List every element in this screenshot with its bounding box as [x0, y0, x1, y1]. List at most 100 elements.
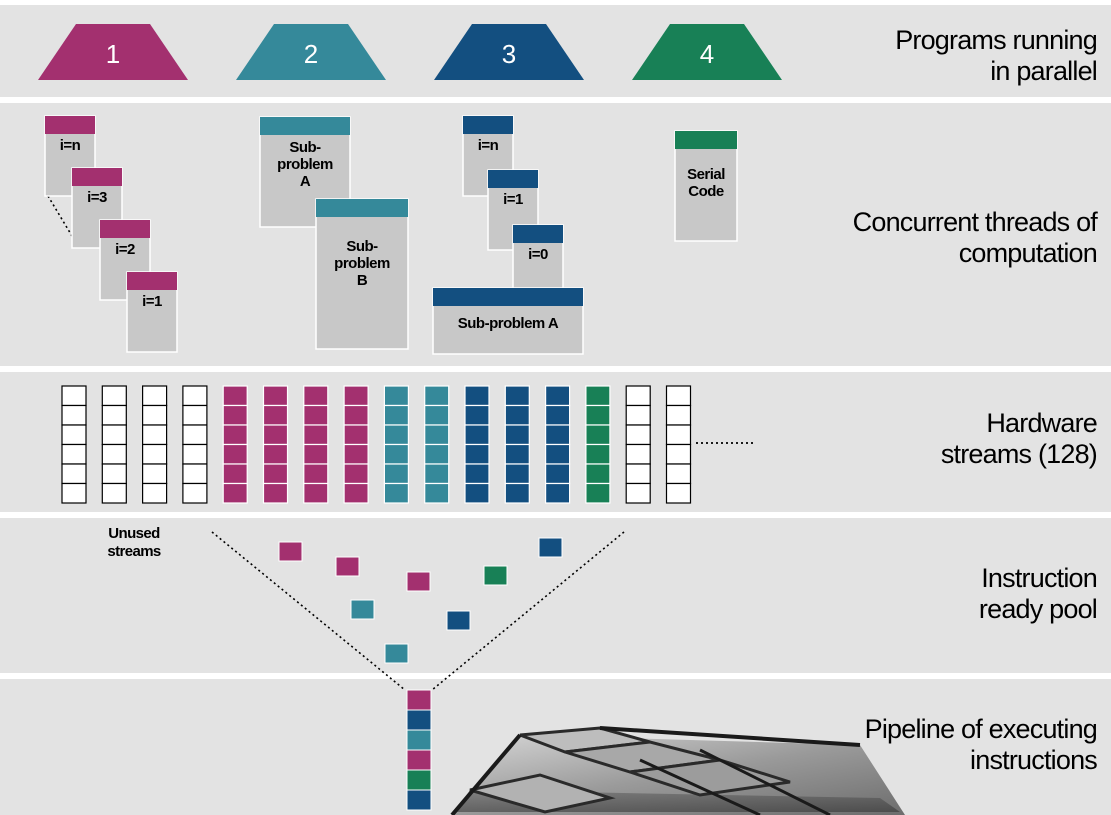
stream-cell — [303, 424, 329, 446]
stream-cell — [544, 424, 571, 446]
stream-cell — [424, 463, 450, 485]
stream-cell — [343, 424, 369, 446]
stream-column — [544, 385, 571, 504]
stream-cell — [383, 463, 409, 485]
stream-cell — [142, 463, 168, 485]
stream-cell — [343, 482, 369, 504]
stream-cell — [61, 404, 87, 426]
thread-label: Code — [688, 183, 724, 200]
stream-cell — [61, 385, 87, 407]
stream-cell — [504, 385, 530, 407]
stream-cell — [142, 424, 168, 446]
stream-column — [101, 385, 127, 504]
dotted-connector — [431, 531, 625, 691]
stream-cell — [544, 404, 571, 426]
stream-cell — [262, 482, 289, 504]
dotted-connector — [47, 195, 73, 237]
stream-cell — [343, 443, 369, 465]
stream-cell — [182, 443, 208, 465]
stream-cell — [303, 404, 329, 426]
thread-card-header — [488, 170, 538, 188]
stream-cell — [222, 404, 248, 426]
stream-cell — [303, 482, 329, 504]
stream-cell — [222, 443, 248, 465]
thread-label: problem — [277, 156, 333, 173]
ready-pool — [278, 537, 563, 664]
stream-cell — [464, 385, 490, 407]
thread-card-header — [675, 131, 737, 149]
stream-cell — [383, 404, 409, 426]
stream-cell — [142, 404, 168, 426]
program-trapezoid — [434, 24, 584, 80]
thread-card-header — [72, 168, 122, 186]
stream-cell — [303, 385, 329, 407]
stream-cell — [262, 404, 289, 426]
ready-instruction — [350, 599, 375, 620]
program-number: 3 — [502, 39, 516, 69]
program-3: 3 — [434, 24, 584, 80]
stream-cell — [222, 385, 248, 407]
stream-column — [424, 385, 450, 504]
stream-cell — [464, 463, 490, 485]
thread-card-i-1: i=1 — [126, 271, 178, 353]
stream-cell — [625, 443, 651, 465]
stream-cell — [182, 463, 208, 485]
stream-column — [504, 385, 530, 504]
stream-cell — [383, 385, 409, 407]
stream-cell — [303, 463, 329, 485]
stream-cell — [544, 385, 571, 407]
stream-column — [262, 385, 289, 504]
thread-label: B — [357, 272, 368, 289]
thread-card-i-n: i=n — [44, 115, 96, 197]
stream-cell — [101, 404, 127, 426]
stream-column — [182, 385, 208, 504]
stream-cell — [625, 424, 651, 446]
thread-label: Sub- — [346, 238, 378, 255]
thread-card-header — [100, 220, 150, 238]
stream-cell — [544, 443, 571, 465]
stream-cell — [383, 424, 409, 446]
stream-cell — [625, 482, 651, 504]
stream-column — [625, 385, 651, 504]
stream-cell — [585, 385, 611, 407]
pipeline-instruction — [406, 729, 432, 751]
stream-cell — [424, 424, 450, 446]
stream-cell — [544, 463, 571, 485]
thread-label: i=1 — [142, 293, 162, 310]
stream-cell — [585, 443, 611, 465]
stream-column — [464, 385, 490, 504]
thread-card-i-2: i=2 — [99, 219, 151, 301]
pipeline-instruction — [406, 689, 432, 711]
stream-cell — [182, 424, 208, 446]
program-trapezoid — [236, 24, 386, 80]
stream-cell — [585, 424, 611, 446]
stream-cell — [625, 404, 651, 426]
stream-cell — [504, 463, 530, 485]
stream-cell — [142, 482, 168, 504]
ready-instruction — [406, 571, 431, 592]
stream-cell — [504, 424, 530, 446]
stream-cell — [262, 424, 289, 446]
thread-label: Serial — [687, 166, 725, 183]
stream-cell — [544, 482, 571, 504]
ready-instruction — [483, 565, 508, 586]
thread-card-body — [315, 198, 409, 350]
program-number: 1 — [106, 39, 120, 69]
stream-cell — [101, 385, 127, 407]
thread-card-header — [260, 117, 350, 135]
stream-cell — [182, 404, 208, 426]
thread-card-header — [433, 288, 583, 306]
stream-column — [383, 385, 409, 504]
stream-cell — [222, 482, 248, 504]
stream-cell — [142, 385, 168, 407]
program-number: 2 — [304, 39, 318, 69]
stream-cell — [262, 463, 289, 485]
stream-cell — [665, 424, 692, 446]
stream-cell — [464, 404, 490, 426]
